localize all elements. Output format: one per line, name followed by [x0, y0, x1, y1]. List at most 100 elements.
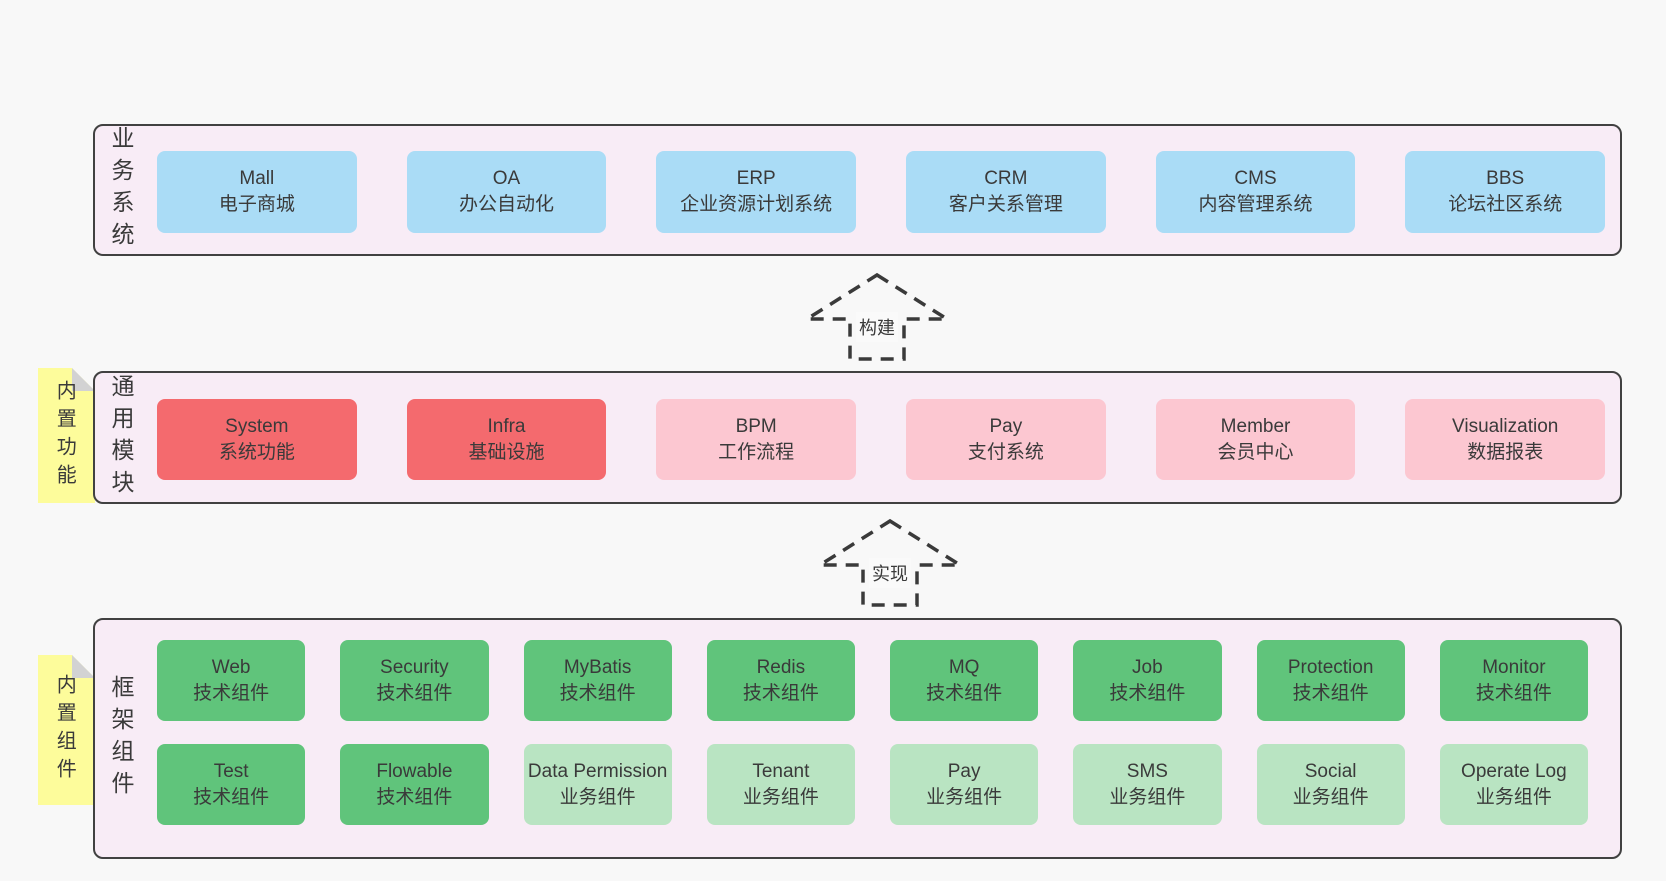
box-flowable: Flowable 技术组件 — [340, 744, 489, 825]
box-mall: Mall 电子商城 — [157, 151, 357, 233]
box-title: Mall — [239, 168, 275, 189]
box-oa: OA 办公自动化 — [406, 151, 607, 233]
box-title: System — [225, 415, 289, 437]
box-title: ERP — [736, 168, 776, 189]
box-mybatis: MyBatis 技术组件 — [523, 640, 672, 721]
box-title: BPM — [735, 415, 777, 437]
box-job: Job 技术组件 — [1073, 640, 1222, 721]
up-arrow-icon — [802, 272, 952, 361]
box-subtitle: 技术组件 — [376, 682, 453, 704]
box-subtitle: 办公自动化 — [459, 194, 555, 215]
box-system: System 系统功能 — [157, 399, 357, 480]
box-subtitle: 支付系统 — [967, 441, 1044, 463]
box-member: Member 会员中心 — [1155, 399, 1356, 480]
band-framework-components: 框架组件 Web 技术组件 Security 技术组件 MyBatis 技术组件… — [93, 618, 1622, 859]
box-social: Social 业务组件 — [1256, 744, 1405, 825]
box-subtitle: 业务组件 — [742, 786, 819, 808]
arrow-label-build: 构建 — [856, 312, 898, 342]
box-bpm: BPM 工作流程 — [656, 399, 857, 480]
box-subtitle: 技术组件 — [559, 682, 636, 704]
box-subtitle: 业务组件 — [926, 786, 1003, 808]
box-title: Monitor — [1482, 656, 1546, 678]
box-row: Test 技术组件 Flowable 技术组件 Data Permission … — [157, 744, 1588, 825]
arrow-label-implement: 实现 — [869, 558, 911, 588]
box-subtitle: 论坛社区系统 — [1448, 194, 1563, 215]
box-title: Web — [211, 656, 251, 678]
box-subtitle: 技术组件 — [926, 682, 1003, 704]
box-test: Test 技术组件 — [157, 744, 306, 825]
box-subtitle: 技术组件 — [742, 682, 819, 704]
box-pay: Pay 业务组件 — [890, 744, 1039, 825]
box-erp: ERP 企业资源计划系统 — [656, 151, 857, 233]
folded-corner-icon — [72, 368, 95, 391]
up-arrow-icon — [815, 518, 965, 607]
box-tenant: Tenant 业务组件 — [706, 744, 855, 825]
box-infra: Infra 基础设施 — [406, 399, 607, 480]
box-mq: MQ 技术组件 — [890, 640, 1039, 721]
box-title: Tenant — [752, 760, 810, 782]
box-title: MyBatis — [563, 656, 632, 678]
box-title: Data Permission — [527, 760, 668, 782]
box-title: Visualization — [1452, 415, 1559, 437]
box-title: Pay — [989, 415, 1023, 437]
box-title: Operate Log — [1461, 760, 1567, 782]
box-bbs: BBS 论坛社区系统 — [1405, 151, 1606, 233]
box-title: Member — [1220, 415, 1291, 437]
box-title: Redis — [756, 656, 806, 678]
sticky-note-built-in-functions: 内置功能 — [38, 368, 95, 503]
box-subtitle: 技术组件 — [1475, 682, 1552, 704]
box-title: Social — [1304, 760, 1357, 782]
box-title: Flowable — [376, 760, 453, 782]
band-common-modules: 通用模块 System 系统功能 Infra 基础设施 BPM 工作流程 Pay… — [93, 371, 1622, 504]
band-label-business-systems: 业务系统 — [108, 126, 134, 254]
box-title: Protection — [1287, 656, 1374, 678]
build-arrow: 构建 — [802, 271, 952, 363]
band-boxes-common-modules: System 系统功能 Infra 基础设施 BPM 工作流程 Pay 支付系统… — [157, 399, 1606, 480]
box-monitor: Monitor 技术组件 — [1439, 640, 1588, 721]
box-subtitle: 业务组件 — [1109, 786, 1186, 808]
box-visualization: Visualization 数据报表 — [1405, 399, 1606, 480]
box-title: Test — [213, 760, 249, 782]
box-title: OA — [492, 168, 521, 189]
box-subtitle: 业务组件 — [559, 786, 636, 808]
box-subtitle: 技术组件 — [376, 786, 453, 808]
box-title: CRM — [984, 168, 1028, 189]
box-subtitle: 内容管理系统 — [1198, 194, 1313, 215]
box-row: Web 技术组件 Security 技术组件 MyBatis 技术组件 Redi… — [157, 640, 1588, 721]
box-crm: CRM 客户关系管理 — [906, 151, 1106, 233]
box-subtitle: 业务组件 — [1292, 786, 1369, 808]
box-subtitle: 技术组件 — [193, 682, 270, 704]
box-subtitle: 技术组件 — [193, 786, 270, 808]
box-row: System 系统功能 Infra 基础设施 BPM 工作流程 Pay 支付系统… — [157, 399, 1606, 480]
sticky-note-built-in-components: 内置组件 — [38, 655, 95, 805]
box-cms: CMS 内容管理系统 — [1155, 151, 1356, 233]
sticky-label-built-in-components: 内置组件 — [53, 674, 76, 786]
folded-corner-icon — [72, 655, 95, 678]
sticky-paper — [38, 655, 95, 805]
box-title: SMS — [1126, 760, 1168, 782]
box-title: Job — [1132, 656, 1163, 678]
box-title: MQ — [948, 656, 980, 678]
box-protection: Protection 技术组件 — [1256, 640, 1405, 721]
box-title: Pay — [947, 760, 981, 782]
box-subtitle: 技术组件 — [1292, 682, 1369, 704]
box-subtitle: 基础设施 — [468, 441, 545, 463]
box-subtitle: 业务组件 — [1475, 786, 1552, 808]
box-subtitle: 会员中心 — [1217, 441, 1294, 463]
box-subtitle: 工作流程 — [718, 441, 795, 463]
box-subtitle: 电子商城 — [218, 194, 295, 215]
box-operate-log: Operate Log 业务组件 — [1439, 744, 1588, 825]
box-subtitle: 技术组件 — [1109, 682, 1186, 704]
band-label-common-modules: 通用模块 — [108, 373, 134, 502]
box-sms: SMS 业务组件 — [1073, 744, 1222, 825]
band-boxes-framework-components: Web 技术组件 Security 技术组件 MyBatis 技术组件 Redi… — [157, 640, 1588, 825]
box-title: Security — [380, 656, 449, 678]
box-web: Web 技术组件 — [157, 640, 306, 721]
box-row: Mall 电子商城 OA 办公自动化 ERP 企业资源计划系统 CRM 客户关系… — [157, 151, 1606, 233]
band-business-systems: 业务系统 Mall 电子商城 OA 办公自动化 ERP 企业资源计划系统 CRM… — [93, 124, 1622, 256]
box-pay: Pay 支付系统 — [906, 399, 1106, 480]
box-title: BBS — [1486, 168, 1525, 189]
sticky-label-built-in-functions: 内置功能 — [53, 379, 76, 492]
box-subtitle: 数据报表 — [1467, 441, 1544, 463]
